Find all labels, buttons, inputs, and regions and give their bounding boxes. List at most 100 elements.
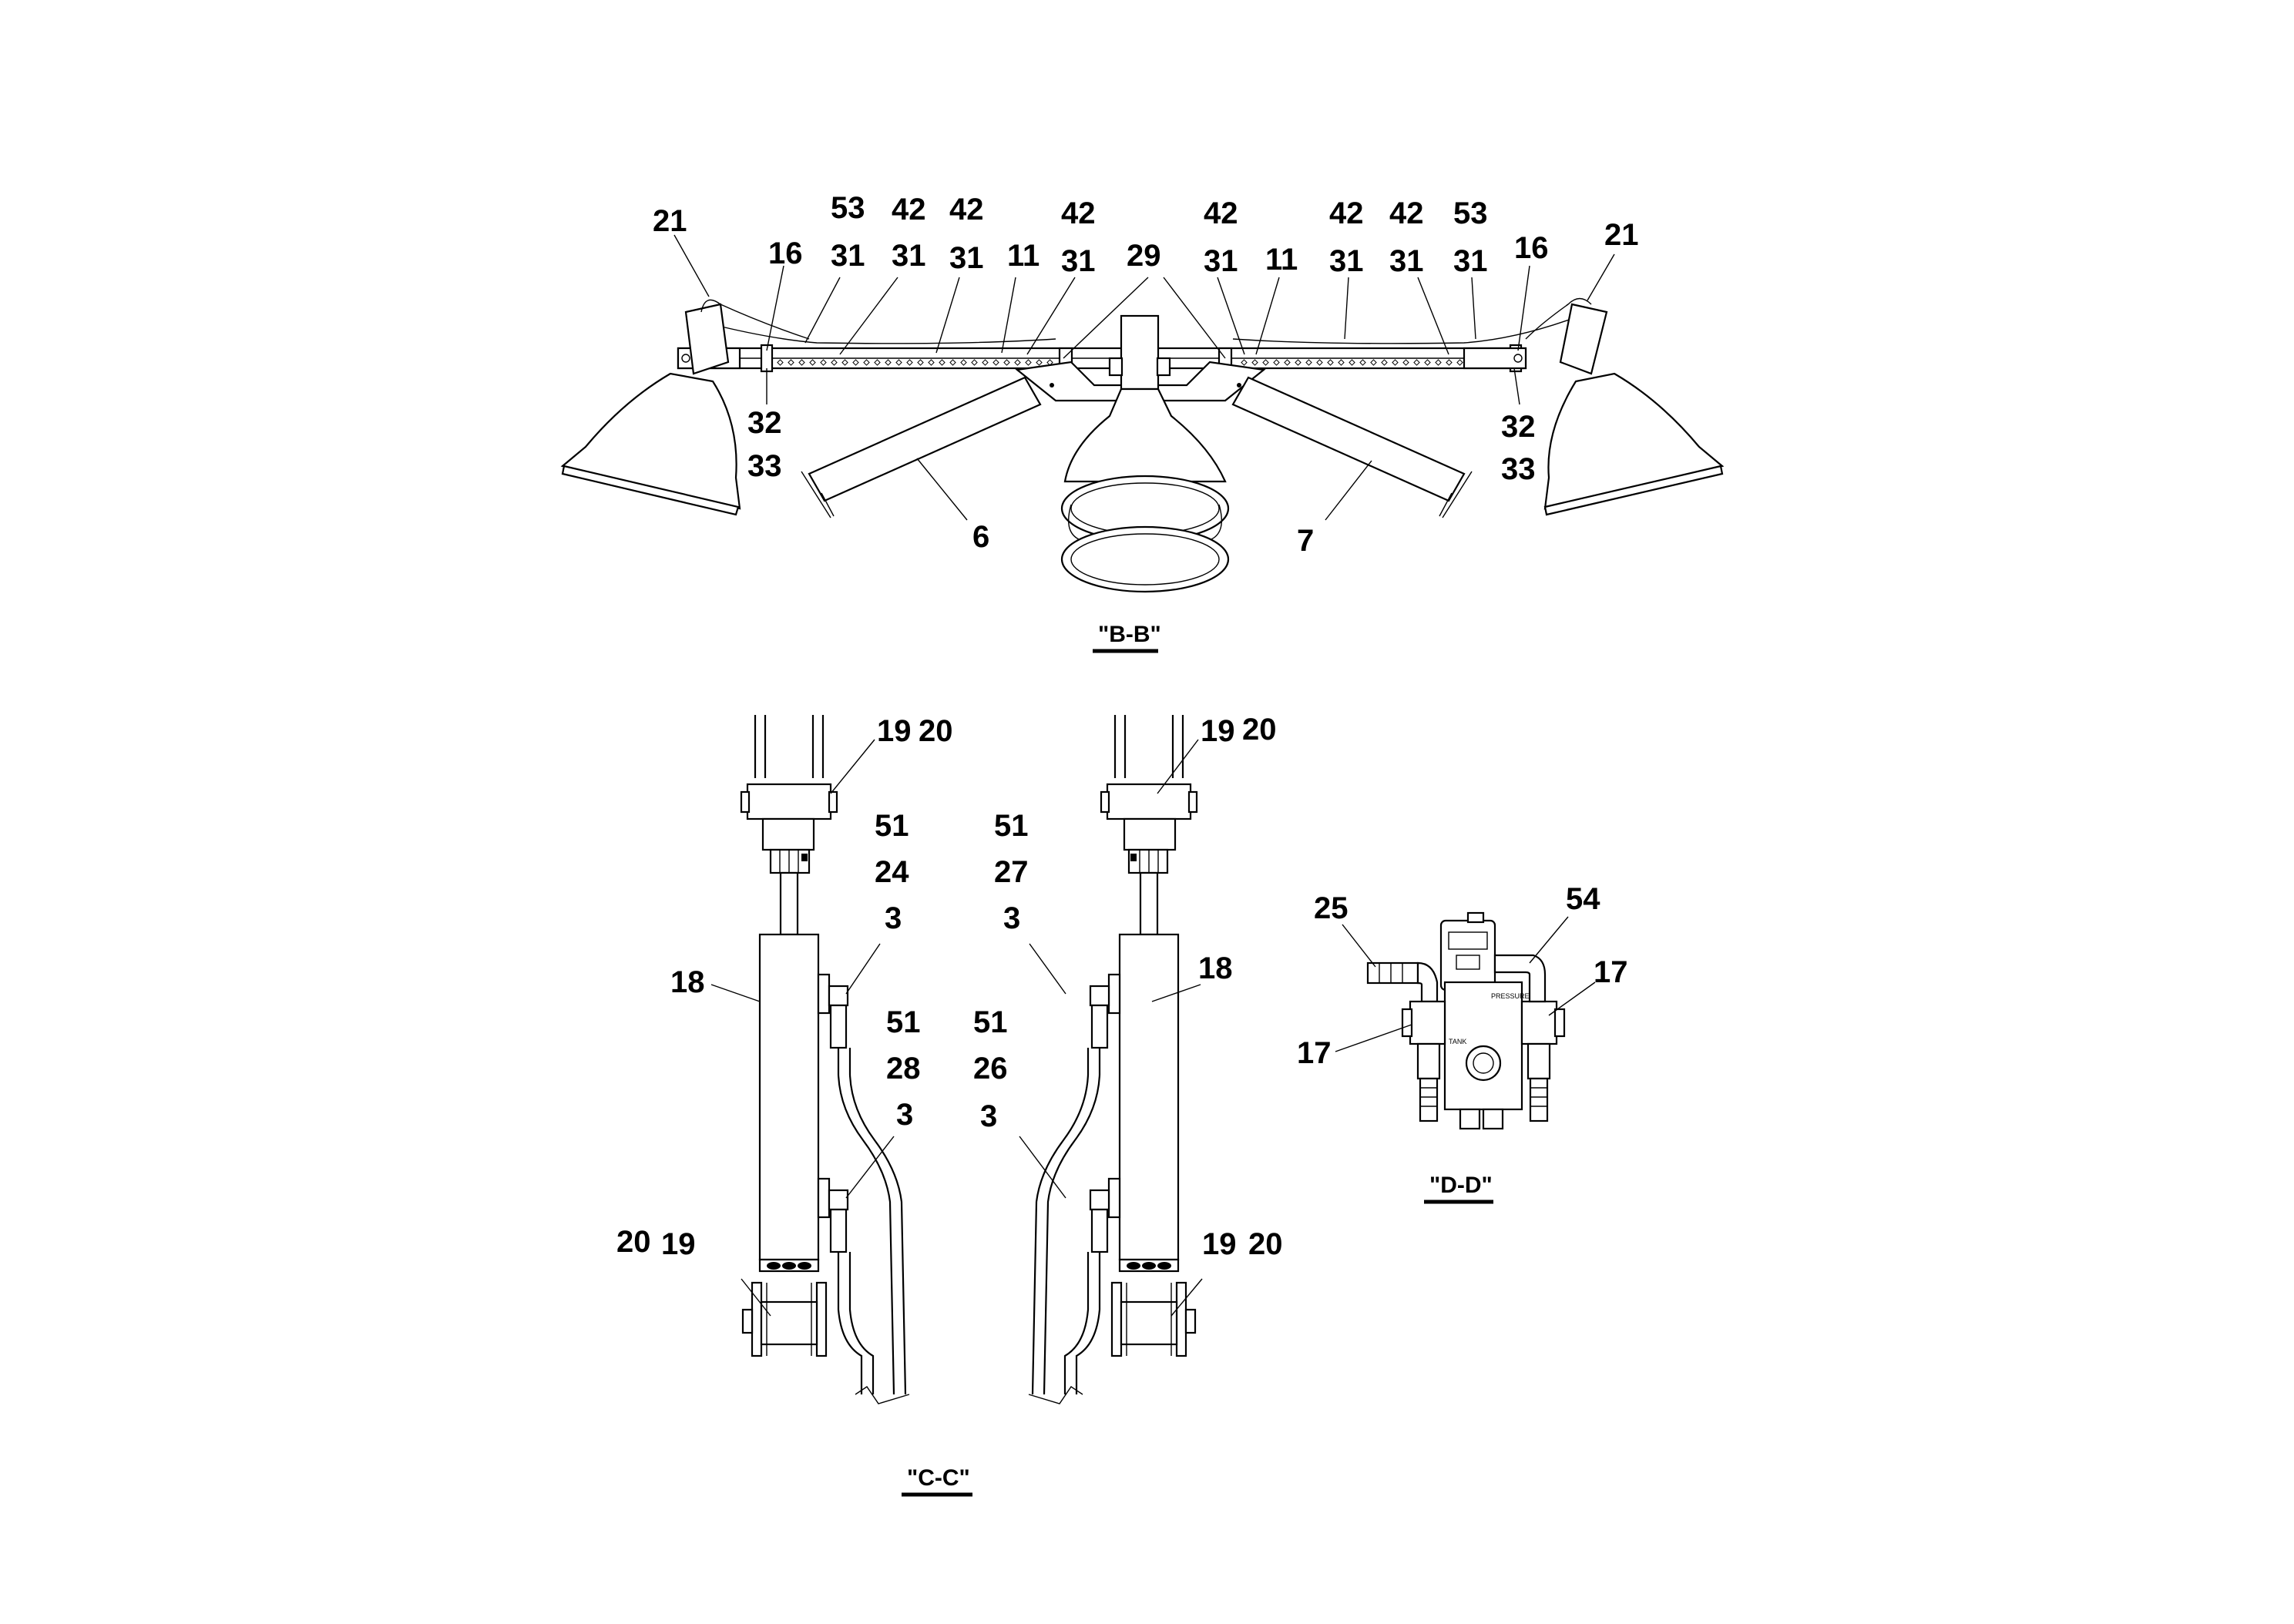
callout-17: 17 (1594, 955, 1628, 989)
left-lamp (560, 299, 810, 516)
left-arm (801, 376, 1042, 518)
callout-31: 31 (1204, 244, 1238, 278)
bar-perforation (1025, 359, 1032, 366)
view-title-cc: "C-C" (907, 1465, 970, 1491)
callout-3: 3 (980, 1099, 997, 1133)
bar-perforation (982, 359, 989, 366)
bar-perforation (809, 359, 816, 366)
bar-perforation (1316, 359, 1323, 366)
callout-6: 6 (972, 520, 989, 554)
bar-perforation (928, 359, 935, 366)
callout-28: 28 (886, 1052, 921, 1085)
callout-19: 19 (1201, 714, 1235, 748)
bar-perforation (1295, 359, 1302, 366)
callout-19: 19 (1202, 1227, 1237, 1261)
callout-20: 20 (1242, 713, 1277, 747)
callout-42: 42 (1061, 196, 1096, 230)
bar-perforation (1273, 359, 1280, 366)
center-lamp (1015, 314, 1266, 593)
callout-11: 11 (1265, 243, 1298, 277)
bar-perforation (1456, 359, 1463, 366)
bar-perforation (1446, 359, 1453, 366)
callout-42: 42 (1204, 196, 1238, 230)
callout-51: 51 (994, 809, 1029, 843)
cc-leaders (710, 739, 1203, 1317)
callout-18: 18 (1198, 951, 1233, 985)
callout-51: 51 (973, 1005, 1008, 1039)
bar-perforation (895, 359, 902, 366)
callout-3: 3 (885, 901, 902, 935)
label-pressure: PRESSURE (1491, 992, 1530, 1000)
callout-3: 3 (896, 1098, 913, 1132)
bar-perforation (1338, 359, 1345, 366)
right-cylinder (1028, 715, 1198, 1404)
bar-perforation (820, 359, 827, 366)
callout-42: 42 (949, 193, 984, 226)
bar-perforation (831, 359, 838, 366)
callout-31: 31 (949, 241, 984, 275)
bar-perforation (1413, 359, 1420, 366)
bar-perforation (1392, 359, 1399, 366)
bar-perforation (949, 359, 956, 366)
callout-3: 3 (1003, 901, 1020, 935)
bar-perforation (852, 359, 859, 366)
bar-perforation (960, 359, 967, 366)
callout-31: 31 (831, 239, 865, 273)
callout-53: 53 (1453, 196, 1488, 230)
callout-21: 21 (1604, 218, 1639, 252)
right-lamp (1463, 297, 1725, 516)
callout-18: 18 (670, 965, 705, 999)
bar-perforation (1435, 359, 1442, 366)
callout-20: 20 (1248, 1227, 1283, 1261)
bar-perforation (1349, 359, 1355, 366)
callout-11: 11 (1007, 239, 1040, 273)
label-tank: TANK (1449, 1038, 1466, 1045)
callout-7: 7 (1297, 524, 1314, 558)
view-title-dd: "D-D" (1429, 1173, 1493, 1198)
callout-31: 31 (1061, 244, 1096, 278)
callout-21: 21 (653, 204, 687, 238)
callout-19: 19 (877, 714, 912, 748)
callout-31: 31 (1389, 244, 1424, 278)
bar-perforation (885, 359, 892, 366)
callout-42: 42 (892, 193, 926, 226)
callout-51: 51 (886, 1005, 921, 1039)
bar-perforation (1262, 359, 1269, 366)
callout-32: 32 (747, 406, 782, 440)
bar-perforation (788, 359, 794, 366)
bar-perforation (841, 359, 848, 366)
bar-perforation (1014, 359, 1021, 366)
callout-33: 33 (747, 449, 782, 483)
bar-perforation (1036, 359, 1043, 366)
view-bb: 21 16 53 31 42 31 42 31 11 42 31 29 42 3… (560, 191, 1725, 653)
bb-leaders (673, 234, 1615, 521)
bar-perforation (1251, 359, 1258, 366)
bar-perforation (906, 359, 913, 366)
bar-perforations (777, 359, 1506, 366)
callout-33: 33 (1501, 452, 1536, 486)
callout-31: 31 (1329, 244, 1364, 278)
callout-42: 42 (1329, 196, 1364, 230)
bar-perforation (863, 359, 870, 366)
view-dd: PRESSURE TANK 25 54 17 17 " (1297, 882, 1628, 1204)
callout-17: 17 (1297, 1036, 1332, 1070)
bar-perforation (1381, 359, 1388, 366)
callout-20: 20 (919, 714, 953, 748)
callout-53: 53 (831, 191, 865, 225)
bar-perforation (939, 359, 945, 366)
bar-perforation (1359, 359, 1366, 366)
bar-perforation (1402, 359, 1409, 366)
view-cc: 19 20 51 24 3 18 51 28 3 20 19 19 20 51 … (616, 713, 1283, 1497)
callout-25: 25 (1314, 891, 1349, 925)
callout-16: 16 (1514, 231, 1549, 265)
bar-perforation (1003, 359, 1010, 366)
bar-perforation (971, 359, 978, 366)
left-cylinder (740, 715, 910, 1404)
callout-32: 32 (1501, 410, 1536, 444)
bar-perforation (1327, 359, 1334, 366)
bar-perforation (917, 359, 924, 366)
bar-perforation (1370, 359, 1377, 366)
bar-perforation (798, 359, 805, 366)
